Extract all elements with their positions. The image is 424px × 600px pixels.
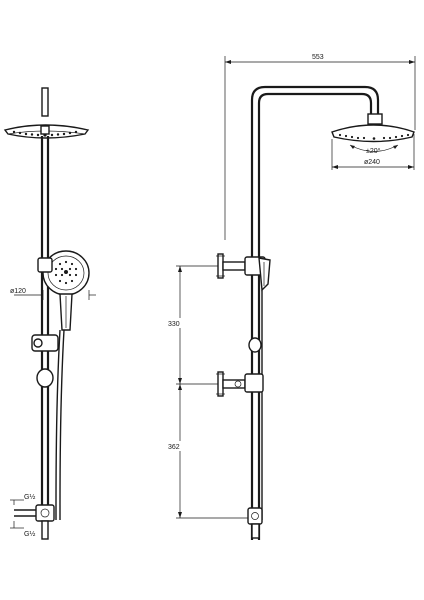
lower-height-label: 362: [168, 444, 180, 451]
top-width-dimension: 553: [224, 54, 416, 240]
tilt-angle-dimension: ±20°: [349, 144, 399, 155]
inlet-top-label: G½: [24, 493, 35, 501]
hand-shower-side: [258, 257, 271, 292]
overhead-arm: [250, 85, 380, 540]
head-diameter-dimension: ø240: [331, 134, 415, 170]
hand-shower-diameter-label: ø120: [10, 288, 26, 295]
overhead-shower-head-side: [331, 113, 415, 143]
upper-wall-bracket: [216, 253, 266, 279]
side-view: 553 ±20°: [166, 54, 416, 540]
top-width-label: 553: [312, 54, 324, 61]
lower-wall-bracket: [216, 371, 264, 397]
hand-shower-front: [42, 250, 90, 331]
riser-top-stub: [41, 87, 49, 117]
slider-knob: [36, 368, 54, 388]
upper-height-label: 330: [168, 321, 180, 328]
bottom-valve-side: [247, 507, 263, 539]
slider-knob-side: [248, 337, 262, 353]
hand-shower-diameter-dimension: ø120: [10, 288, 96, 300]
hose: [55, 329, 61, 520]
tilt-angle-label: ±20°: [366, 147, 381, 155]
height-dimensions: 330 362: [166, 265, 248, 519]
overhead-shower-head-front: [3, 124, 90, 139]
inlet-bottom-label: G½: [24, 530, 35, 538]
hand-shower-holder: [37, 257, 53, 273]
head-diameter-label: ø240: [364, 159, 380, 166]
inlet-dimensions: G½ G½: [10, 493, 35, 538]
front-view: G½ G½ ø120: [3, 87, 96, 540]
bottom-valve-front: [14, 504, 55, 540]
